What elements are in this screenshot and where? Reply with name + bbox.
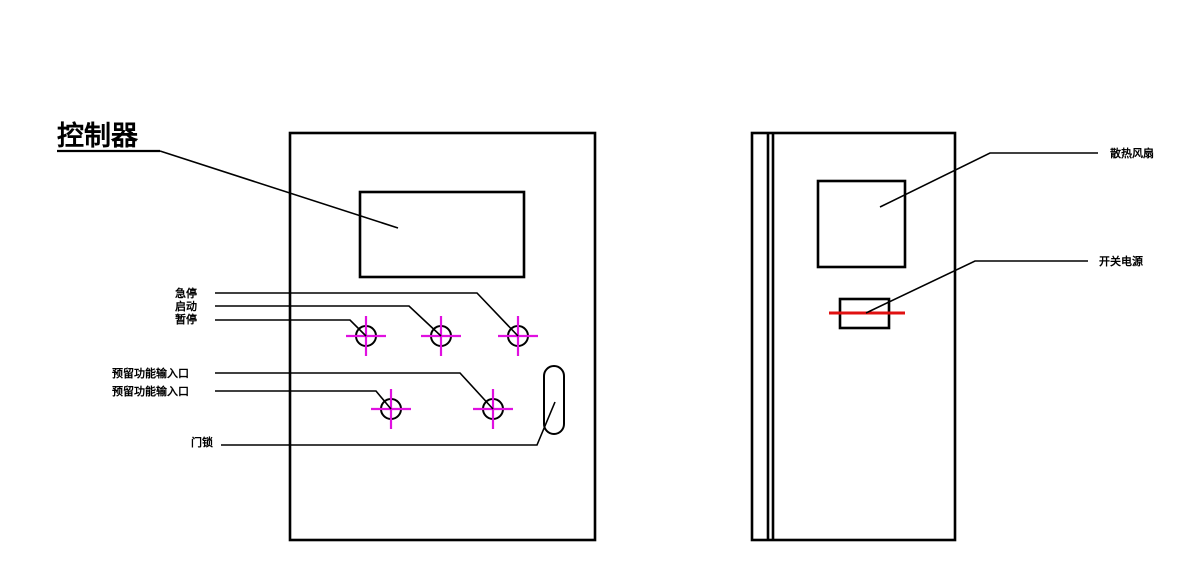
cooling-fan: [816, 179, 907, 269]
side-view: 散热风扇 开关电源: [750, 131, 1154, 542]
controller-display: [358, 190, 526, 279]
leader-emergency-stop: [215, 292, 519, 337]
controller-title: 控制器: [57, 121, 139, 152]
leader-power-switch: [865, 260, 1088, 314]
label-reserved-input-1: 预留功能输入口: [112, 366, 189, 380]
leader-start: [215, 305, 442, 337]
label-pause: 暂停: [175, 312, 197, 326]
leader-door-lock: [221, 401, 556, 446]
label-reserved-input-2: 预留功能输入口: [112, 384, 189, 398]
label-start: 启动: [175, 299, 197, 313]
leader-cooling-fan: [879, 152, 1098, 208]
label-cooling-fan: 散热风扇: [1110, 146, 1154, 160]
front-view: 控制器: [57, 121, 597, 542]
side-cabinet-outline: [750, 131, 957, 542]
label-door-lock: 门锁: [191, 435, 213, 449]
label-emergency-stop: 急停: [175, 286, 197, 300]
leader-reserved-input-2: [215, 390, 392, 410]
label-power-switch: 开关电源: [1099, 254, 1143, 268]
controller-leader-line: [159, 150, 399, 229]
door-lock-handle: [543, 365, 565, 435]
leader-reserved-input-1: [215, 372, 494, 410]
leader-pause: [215, 319, 367, 337]
front-cabinet-outline: [288, 131, 597, 542]
